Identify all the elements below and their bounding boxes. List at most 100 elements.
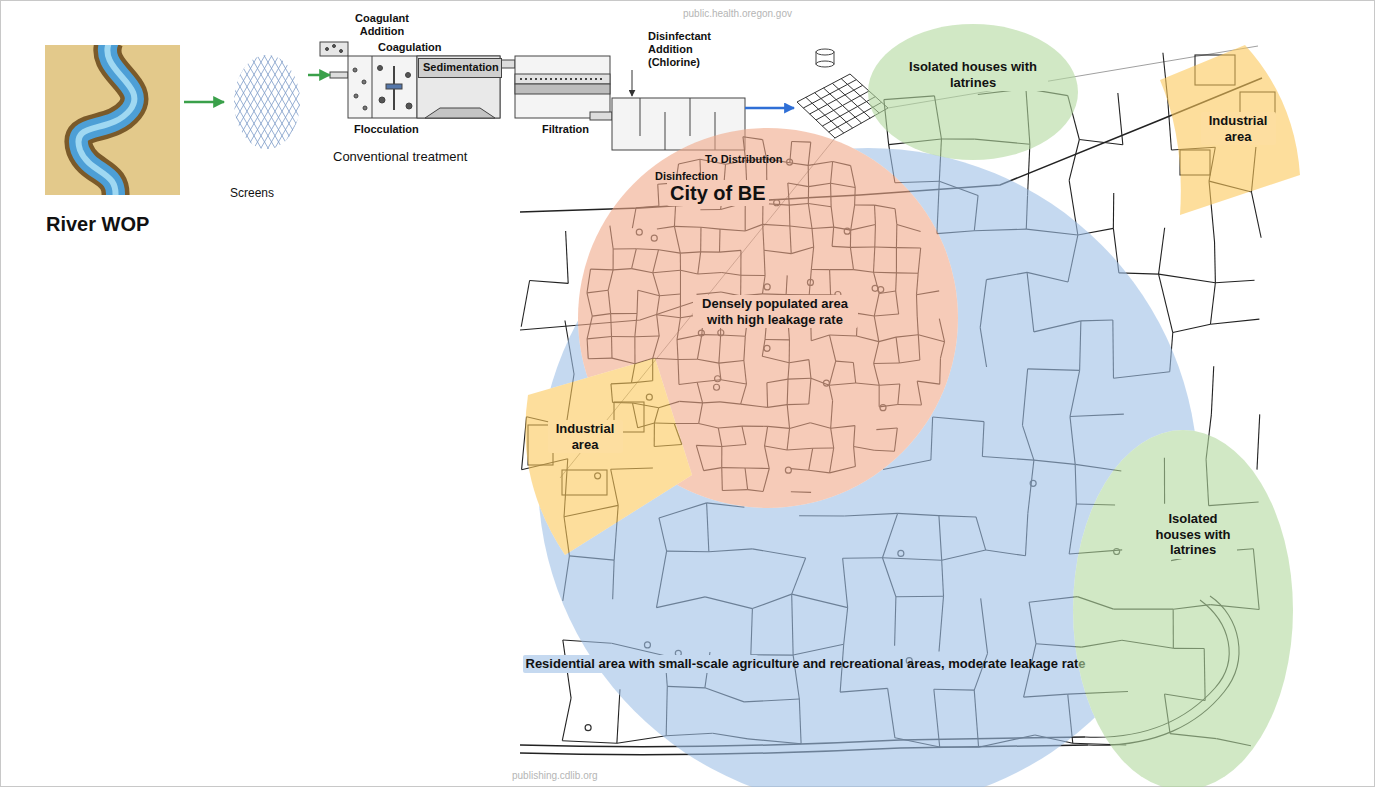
storage-tank — [816, 49, 834, 67]
watermark: public.health.oregon.gov — [683, 8, 792, 20]
street-map — [1251, 192, 1261, 238]
process-label: Sedimentation — [423, 61, 499, 74]
treatment-plant — [515, 56, 610, 118]
river-picture — [78, 45, 134, 195]
region-outline — [868, 24, 1078, 160]
process-label: Disinfectant Addition (Chlorine) — [648, 30, 730, 70]
storage-tank — [816, 49, 834, 55]
flow-arrow — [184, 101, 224, 104]
treatment-plant — [515, 74, 610, 84]
map-region: Industrial area — [1160, 40, 1300, 220]
source-river: River WOP — [44, 44, 184, 244]
connector-group — [184, 75, 330, 102]
treatment-plant — [417, 56, 500, 118]
treatment-plant — [500, 60, 515, 68]
street-map — [1257, 414, 1260, 469]
river-picture — [78, 45, 134, 195]
street-map — [617, 689, 620, 743]
treatment-plant — [425, 108, 495, 118]
region-label: Industrial area — [1201, 112, 1276, 145]
street-map — [1210, 283, 1215, 324]
screen-mesh — [166, 50, 226, 155]
street-map — [617, 736, 666, 743]
street-map — [1159, 274, 1216, 283]
treatment-plant — [690, 98, 691, 136]
screen-mesh — [117, 50, 177, 155]
river-picture — [78, 45, 134, 195]
treatment-plant — [362, 80, 366, 84]
process-label: Filtration — [542, 123, 589, 136]
process-label: Disinfectant Addition (Chlorine) — [648, 30, 730, 70]
street-map — [1210, 319, 1259, 324]
process-label: Flocculation — [354, 123, 419, 136]
street-map — [1159, 228, 1165, 274]
flow-arrow — [308, 74, 330, 77]
treatment-plant — [354, 94, 358, 98]
treatment-plant — [378, 66, 383, 71]
screen-mesh — [296, 50, 356, 155]
treatment-plant — [515, 84, 610, 94]
process-label: Coagulant Addition — [352, 12, 412, 38]
map-region: Industrial area — [520, 350, 695, 560]
storage-tank — [816, 61, 834, 67]
screen-mesh — [177, 50, 237, 155]
process-label: To Distribution — [705, 153, 782, 166]
region-label: Isolated houses with latrines — [1149, 510, 1237, 559]
city-map: City of BEIsolated houses with latrinesI… — [495, 40, 1310, 787]
stage-label: Screens — [230, 186, 274, 200]
treatment-plant — [386, 84, 402, 89]
river-picture — [45, 40, 180, 200]
street-map — [562, 698, 571, 741]
screen-mesh — [282, 50, 342, 155]
process-label: Coagulant Addition — [352, 12, 412, 38]
region-outline — [1073, 430, 1293, 787]
street-map — [1214, 242, 1216, 283]
treatment-plant — [520, 78, 605, 80]
process-label: Filtration — [542, 123, 589, 136]
screen-mesh — [131, 50, 191, 155]
distribution-grid — [832, 83, 870, 118]
region-outline — [520, 350, 695, 560]
plant-label: Conventional treatment — [333, 149, 467, 165]
region-label: Densely populated area with high leakage… — [693, 295, 858, 328]
screen-mesh — [261, 50, 321, 155]
screen-mesh — [278, 50, 338, 155]
screen-mesh — [275, 50, 335, 155]
map-marker — [585, 725, 591, 731]
street-map — [521, 281, 529, 327]
treatment-plant — [348, 56, 500, 118]
region-outline — [1160, 45, 1300, 215]
river-picture — [78, 45, 134, 195]
region-outline — [868, 24, 1078, 160]
distribution-grid — [822, 97, 875, 126]
process-label: Disinfection — [655, 170, 718, 183]
region-label: Residential area with small-scale agricu… — [523, 655, 758, 673]
region-outline — [1073, 430, 1293, 787]
map-region: Isolated houses with latrines — [868, 24, 1078, 160]
treatment-plant — [326, 48, 329, 51]
treatment-plant — [406, 73, 411, 78]
street-map — [1028, 144, 1030, 195]
process-label: Coagulation — [378, 41, 442, 54]
source-label: River WOP — [46, 212, 149, 236]
watermark: publishing.cdlib.org — [512, 770, 598, 782]
street-map — [1069, 139, 1079, 180]
street-map — [1173, 324, 1211, 332]
process-label: Flocculation — [354, 123, 419, 136]
treatment-plant — [353, 68, 357, 72]
treatment-plant — [330, 72, 348, 78]
screen-mesh — [124, 50, 184, 155]
street-map — [1113, 193, 1114, 228]
distribution-grid — [816, 91, 869, 120]
region-label: Isolated houses with latrines — [898, 58, 1048, 91]
street-map — [566, 231, 569, 283]
street-map — [1215, 280, 1254, 283]
screen-mesh — [170, 50, 230, 155]
treatment-plant — [363, 106, 367, 110]
screen-mesh — [292, 50, 352, 155]
treatment-plant — [333, 45, 336, 48]
treatment-plant — [665, 112, 666, 150]
watermark: publishing.cdlib.org — [512, 770, 598, 782]
map-region: Isolated houses with latrines — [1073, 430, 1293, 787]
